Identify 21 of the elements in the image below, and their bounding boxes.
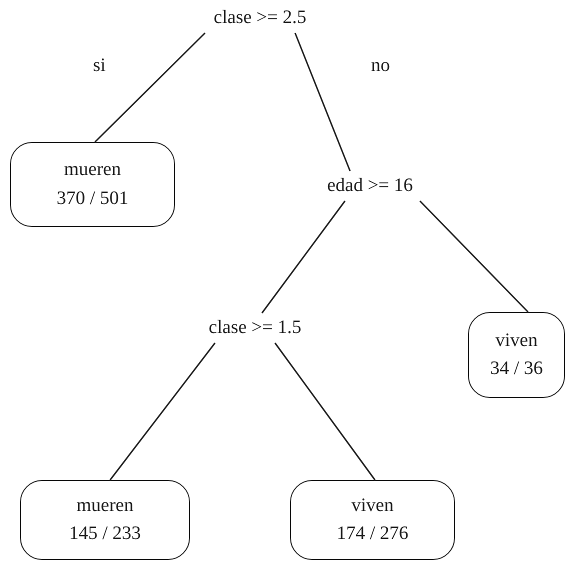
leaf-box [10,142,175,227]
class-label: mueren [76,494,134,518]
leaf-box [20,480,190,560]
count-label: 174 / 276 [336,522,408,546]
class-label: viven [351,494,394,518]
class-label: mueren [64,158,121,182]
count-label: 145 / 233 [69,522,141,546]
connector-line [261,200,346,314]
connector-line [110,342,216,480]
connector-line [94,32,206,143]
leaf-box [468,312,565,398]
connector-line [419,200,529,313]
split-condition: edad >= 16 [327,174,413,198]
count-label: 370 / 501 [56,186,128,210]
split-condition: clase >= 2.5 [214,6,306,30]
connector-line [294,32,351,172]
leaf-box [290,480,455,560]
split-condition: clase >= 1.5 [208,316,302,340]
count-label: 34 / 36 [490,357,543,381]
class-label: viven [495,328,538,352]
connector-line [274,342,376,480]
